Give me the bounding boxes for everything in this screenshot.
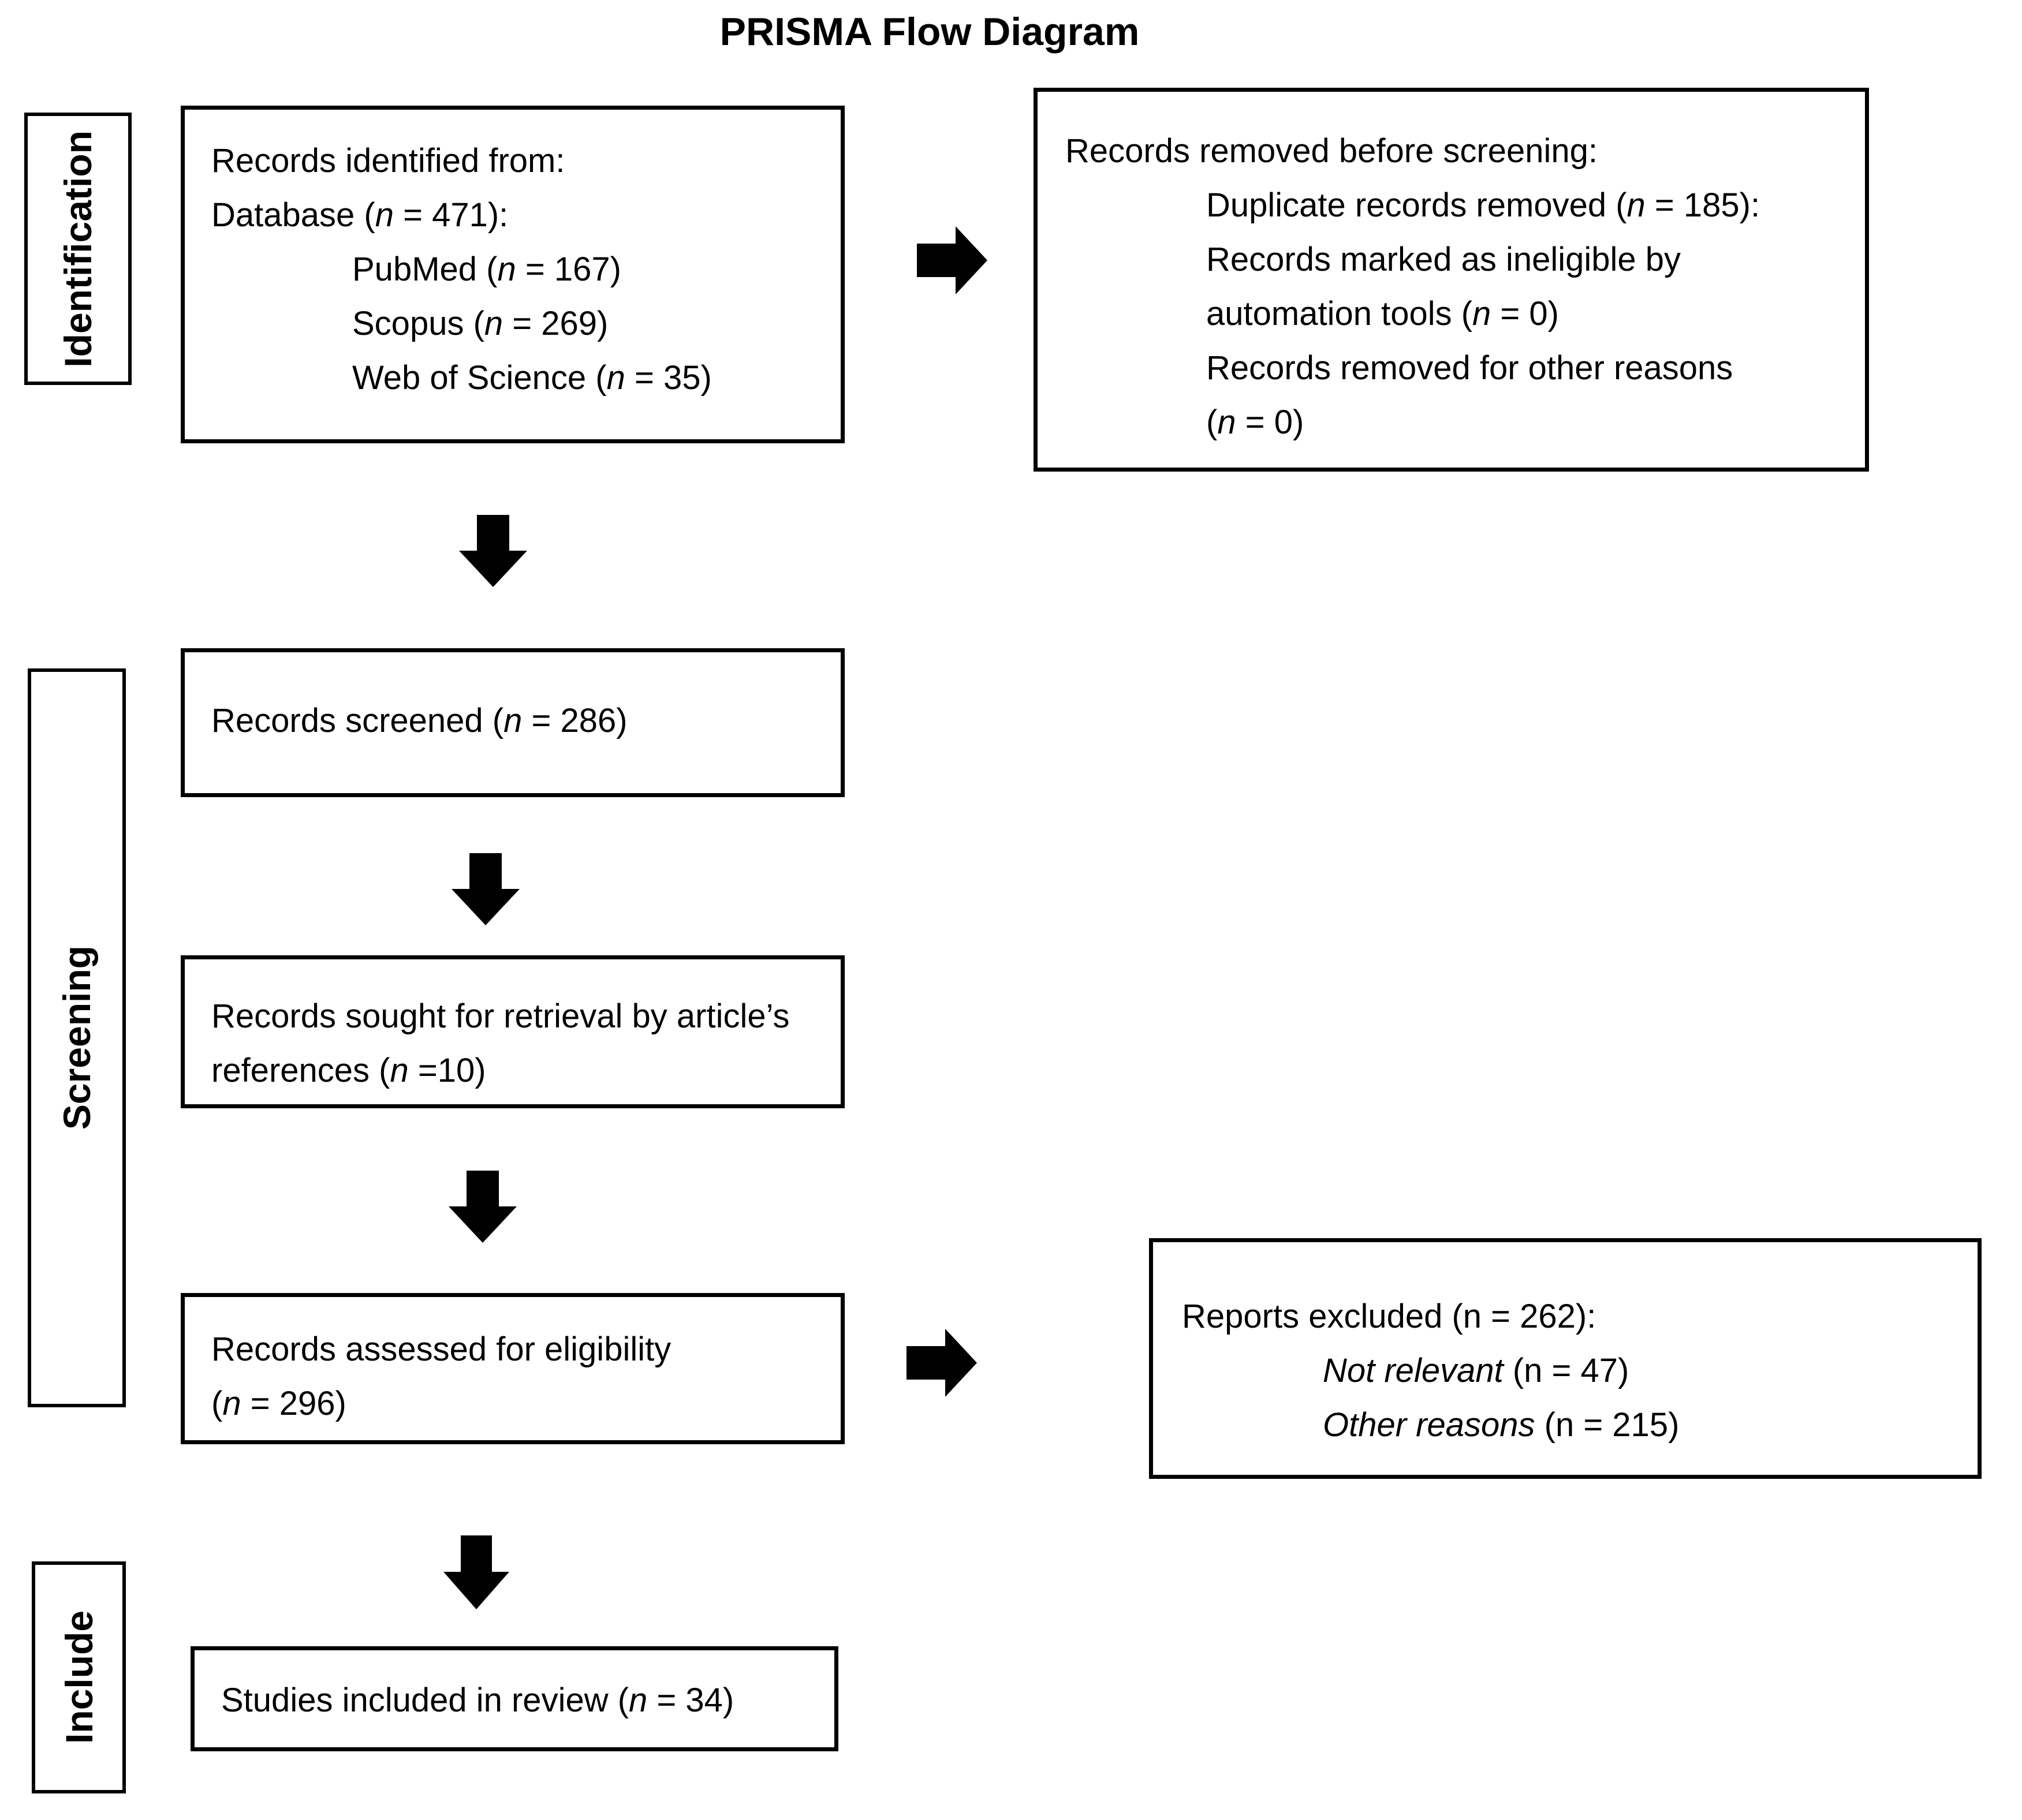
box-line: references (n =10) (211, 1052, 486, 1089)
box-records-assessed: Records assessed for eligibility (n = 29… (181, 1293, 845, 1444)
box-line: Studies included in review (n = 34) (221, 1681, 734, 1719)
diagram-title: PRISMA Flow Diagram (719, 10, 1140, 54)
right-arrow-identified-to-removed-icon (917, 226, 987, 294)
box-line: PubMed (n = 167) (352, 251, 621, 288)
box-line: Scopus (n = 269) (352, 305, 609, 342)
box-line: Records removed before screening: (1065, 132, 1598, 170)
box-line: Records sought for retrieval by article’… (211, 997, 790, 1035)
box-records-screened: Records screened (n = 286) (181, 648, 845, 797)
box-records-sought: Records sought for retrieval by article’… (181, 955, 845, 1108)
right-arrow-assessed-to-excluded-icon (906, 1329, 977, 1397)
stage-identification-label: Identification (57, 130, 99, 368)
box-line: Reports excluded (n = 262): (1182, 1298, 1596, 1335)
box-records-identified: Records identified from: Database (n = 4… (181, 106, 845, 443)
stage-identification: Identification (24, 113, 132, 385)
stage-include: Include (32, 1561, 126, 1793)
box-line: Records marked as ineligible by (1206, 241, 1681, 278)
down-arrow-screened-to-sought-icon (452, 853, 520, 925)
box-line: Database (n = 471): (211, 196, 509, 234)
box-line: Other reasons (n = 215) (1323, 1406, 1680, 1444)
box-line: Duplicate records removed (n = 185): (1206, 186, 1760, 224)
stage-screening: Screening (28, 668, 126, 1407)
box-line: Web of Science (n = 35) (352, 359, 712, 397)
box-line: Not relevant (n = 47) (1323, 1352, 1629, 1389)
box-line: Records screened (n = 286) (211, 702, 628, 739)
box-records-removed: Records removed before screening: Duplic… (1034, 88, 1869, 472)
box-line: Records identified from: (211, 142, 565, 180)
box-line: (n = 0) (1206, 403, 1304, 441)
stage-screening-label: Screening (55, 945, 98, 1130)
down-arrow-sought-to-assessed-icon (449, 1171, 517, 1243)
box-reports-excluded: Reports excluded (n = 262): Not relevant… (1149, 1238, 1982, 1479)
box-line: Records assessed for eligibility (211, 1331, 671, 1368)
down-arrow-assessed-to-included-icon (443, 1535, 509, 1609)
box-line: automation tools (n = 0) (1206, 295, 1559, 332)
stage-include-label: Include (57, 1610, 100, 1744)
box-line: Records removed for other reasons (1206, 349, 1733, 387)
box-line: (n = 296) (211, 1385, 346, 1422)
box-studies-included: Studies included in review (n = 34) (191, 1646, 838, 1751)
down-arrow-identified-to-screened-icon (459, 515, 527, 587)
